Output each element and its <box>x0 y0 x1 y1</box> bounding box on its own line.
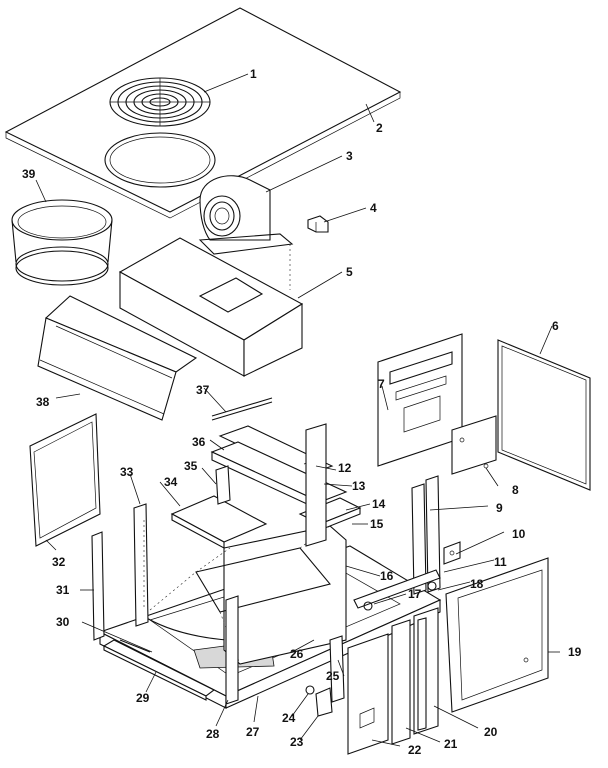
small-parts <box>305 685 333 717</box>
control-panel <box>377 333 463 467</box>
label-26: 26 <box>290 647 304 661</box>
label-9: 9 <box>496 501 503 515</box>
label-20: 20 <box>484 725 498 739</box>
side-panel-left <box>29 413 101 547</box>
label-19: 19 <box>568 645 582 659</box>
access-panel <box>347 633 389 755</box>
top-panel <box>4 7 402 219</box>
label-3: 3 <box>346 149 353 163</box>
part-labels: 1 2 3 4 5 6 7 8 9 10 11 12 13 14 15 16 1… <box>22 67 582 757</box>
internal-divider <box>149 525 347 665</box>
fan-shroud <box>11 199 113 286</box>
label-32: 32 <box>52 555 66 569</box>
label-8: 8 <box>512 483 519 497</box>
bottom-rail <box>353 569 441 611</box>
label-21: 21 <box>444 737 458 751</box>
label-6: 6 <box>552 319 559 333</box>
label-37: 37 <box>196 383 210 397</box>
label-22: 22 <box>408 743 422 757</box>
label-11: 11 <box>494 555 507 569</box>
rod <box>211 397 273 421</box>
label-28: 28 <box>206 727 220 741</box>
label-27: 27 <box>246 725 260 739</box>
fan-guard <box>109 77 211 127</box>
side-panel-right <box>497 339 591 491</box>
label-17: 17 <box>408 587 422 601</box>
coil-tray <box>170 495 268 549</box>
label-39: 39 <box>22 167 36 181</box>
label-14: 14 <box>372 497 386 511</box>
divider-panels <box>391 607 439 745</box>
label-38: 38 <box>36 395 50 409</box>
small-bracket <box>307 215 329 233</box>
label-24: 24 <box>282 711 296 725</box>
label-12: 12 <box>338 461 352 475</box>
corner-posts <box>91 423 441 705</box>
label-13: 13 <box>352 479 366 493</box>
hood <box>37 295 198 421</box>
base-rails <box>102 639 216 701</box>
label-4: 4 <box>370 201 377 215</box>
heater-box <box>118 237 304 377</box>
leader-lines <box>35 73 560 747</box>
label-2: 2 <box>376 121 383 135</box>
front-panel-right <box>445 557 549 713</box>
bracket <box>443 541 461 565</box>
label-30: 30 <box>56 615 70 629</box>
label-34: 34 <box>164 475 178 489</box>
label-29: 29 <box>136 691 150 705</box>
label-25: 25 <box>326 669 340 683</box>
label-15: 15 <box>370 517 384 531</box>
label-33: 33 <box>120 465 134 479</box>
label-5: 5 <box>346 265 353 279</box>
label-18: 18 <box>470 577 484 591</box>
label-1: 1 <box>250 67 257 81</box>
label-35: 35 <box>184 459 198 473</box>
label-31: 31 <box>56 583 70 597</box>
label-36: 36 <box>192 435 206 449</box>
label-10: 10 <box>512 527 526 541</box>
label-23: 23 <box>290 735 304 749</box>
label-7: 7 <box>378 377 385 391</box>
label-16: 16 <box>380 569 394 583</box>
